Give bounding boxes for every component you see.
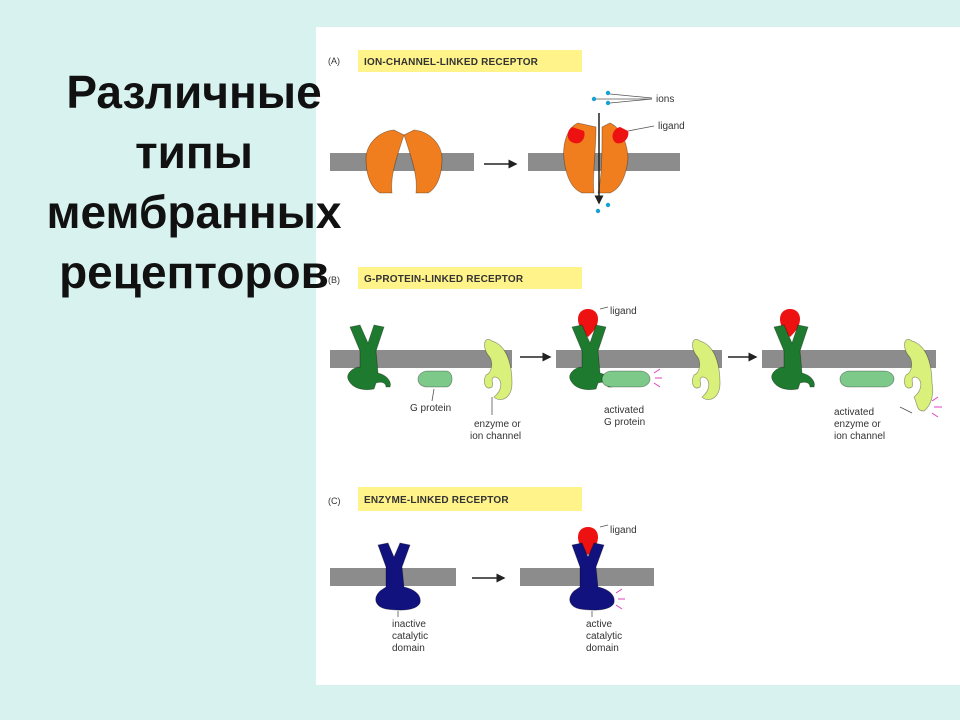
activated-enzyme-3 xyxy=(904,339,934,412)
label-g-protein: G protein xyxy=(410,403,451,414)
activation-burst-c xyxy=(615,588,625,610)
g-protein-1 xyxy=(417,370,453,388)
section-c-enzyme: (C) ENZYME-LINKED RECEPTOR ligand inacti… xyxy=(328,487,654,654)
label-ions: ions xyxy=(656,94,674,105)
label-active-line3: domain xyxy=(586,643,619,654)
label-active-line2: catalytic xyxy=(586,631,622,642)
receptor-figure-panel: (A) ION-CHANNEL-LINKED RECEPTOR xyxy=(316,27,960,685)
label-inactive-line3: domain xyxy=(392,643,425,654)
membrane-b3 xyxy=(762,350,936,368)
activation-burst-2 xyxy=(653,368,662,388)
section-a-letter: (A) xyxy=(328,56,340,66)
section-c-letter: (C) xyxy=(328,496,341,506)
enzyme-receptor-inactive xyxy=(375,542,421,611)
enzyme-1 xyxy=(484,339,513,400)
g-receptor-2 xyxy=(569,324,613,391)
g-receptor-3 xyxy=(771,324,815,391)
ions xyxy=(591,90,611,214)
membrane-b1 xyxy=(330,350,512,368)
label-active-line1: active xyxy=(586,619,613,630)
label-activated-g-line2: G protein xyxy=(604,417,645,428)
section-a-title: ION-CHANNEL-LINKED RECEPTOR xyxy=(364,57,539,68)
label-inactive-line2: catalytic xyxy=(392,631,428,642)
section-b-title: G-PROTEIN-LINKED RECEPTOR xyxy=(364,274,524,285)
receptor-diagram: (A) ION-CHANNEL-LINKED RECEPTOR xyxy=(328,50,942,654)
label-ligand-b: ligand xyxy=(610,306,637,317)
title-line-1: Различные xyxy=(66,66,322,118)
ion-channel-closed xyxy=(365,129,443,194)
g-receptor-1 xyxy=(347,324,391,391)
enzyme-2 xyxy=(692,339,721,400)
title-line-4: рецепторов xyxy=(59,246,329,298)
label-activated-enzyme-line2: enzyme or xyxy=(834,419,881,430)
activated-g-protein-3 xyxy=(839,370,895,388)
label-activated-enzyme-line3: ion channel xyxy=(834,431,885,442)
title-line-2: типы xyxy=(135,126,253,178)
section-b-letter: (B) xyxy=(328,275,340,285)
label-inactive-line1: inactive xyxy=(392,619,426,630)
label-enzyme-line2: ion channel xyxy=(470,431,521,442)
section-b-g-protein: (B) G-PROTEIN-LINKED RECEPTOR G protein … xyxy=(328,267,942,442)
section-c-title-highlight xyxy=(358,487,582,511)
ion-channel-open xyxy=(563,113,629,205)
label-activated-g-line1: activated xyxy=(604,405,644,416)
ligand-a-right xyxy=(612,127,629,144)
section-b-title-highlight xyxy=(358,267,582,289)
section-a-title-highlight xyxy=(358,50,582,72)
enzyme-receptor-active xyxy=(569,542,615,611)
label-activated-enzyme-line1: activated xyxy=(834,407,874,418)
label-ligand-c: ligand xyxy=(610,525,637,536)
section-a-ion-channel: (A) ION-CHANNEL-LINKED RECEPTOR xyxy=(328,50,685,214)
title-line-3: мембранных xyxy=(46,186,342,238)
label-enzyme-line1: enzyme or xyxy=(474,419,521,430)
ligand-a-left xyxy=(567,127,585,144)
activation-burst-3 xyxy=(931,396,942,418)
slide-title: Различные типы мембранных рецепторов xyxy=(10,62,378,302)
activated-g-protein-2 xyxy=(601,370,651,388)
section-c-title: ENZYME-LINKED RECEPTOR xyxy=(364,495,509,506)
label-ligand-a: ligand xyxy=(658,121,685,132)
